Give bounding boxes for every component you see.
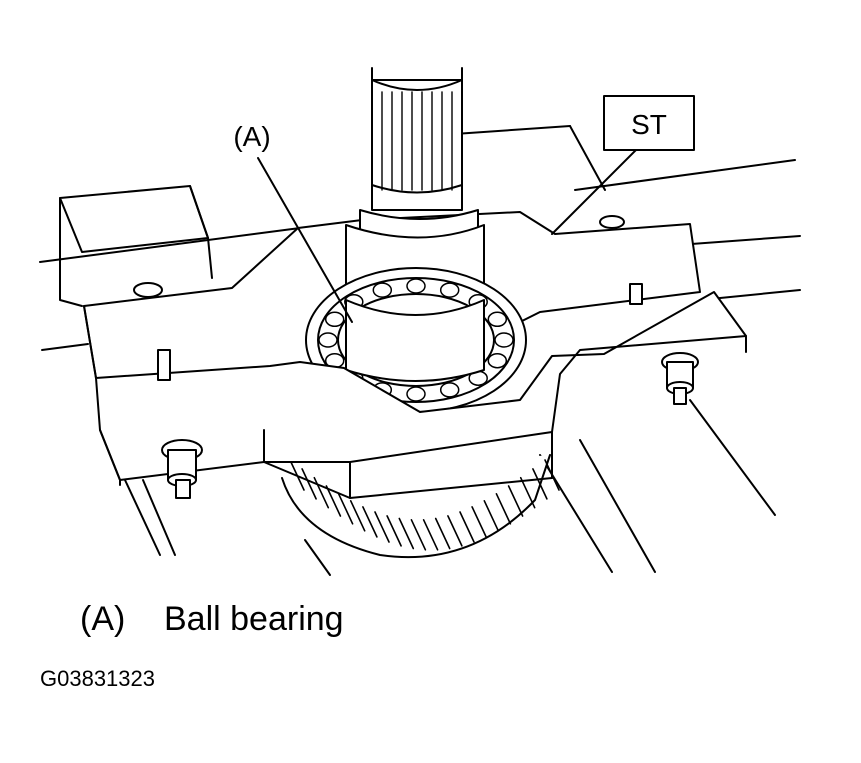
- helical-gear: [281, 454, 560, 559]
- gear-tooth: [434, 517, 451, 550]
- gear-tooth: [471, 506, 487, 538]
- figure-caption: (A) Ball bearing: [80, 600, 344, 639]
- gear-tooth: [422, 519, 439, 551]
- leader-line-a: [257, 157, 353, 323]
- bearing-puller-diagram: (A) ST: [39, 67, 801, 576]
- gear-tooth: [386, 515, 402, 547]
- ball-bearing: [305, 267, 527, 413]
- left-support-block: [59, 185, 213, 307]
- caption-text: Ball bearing: [164, 600, 344, 638]
- bearing-ball: [439, 282, 460, 298]
- callout-st-label: ST: [631, 109, 667, 140]
- gear-tooth: [313, 476, 330, 509]
- bearing-ball: [372, 282, 393, 298]
- leader-line-st: [551, 149, 637, 235]
- lower-splitter-plate: [95, 291, 747, 499]
- bearing-ball: [324, 311, 345, 328]
- st-label-box: [603, 95, 695, 151]
- bolt-left-front: [161, 439, 203, 499]
- gear-tooth: [532, 468, 548, 500]
- gear-tooth: [301, 468, 317, 500]
- callout-a-label: (A): [233, 121, 270, 152]
- gear-tooth: [495, 493, 512, 525]
- gear-tooth: [349, 500, 366, 532]
- gear-tooth: [398, 517, 415, 550]
- bolt-right-rear: [599, 215, 643, 305]
- bolt-left-rear: [133, 282, 171, 381]
- gear-tooth: [325, 485, 342, 517]
- bearing-ball: [487, 311, 508, 328]
- gear-tooth: [459, 511, 475, 543]
- bolt-right-front: [661, 352, 699, 405]
- gear-tooth: [337, 493, 354, 525]
- bearing-ball: [487, 352, 508, 369]
- gear-tooth: [519, 476, 536, 509]
- gear-tooth: [362, 506, 378, 538]
- gear-tooth: [483, 500, 500, 532]
- gear-tooth: [410, 519, 427, 551]
- gear-tooth: [447, 515, 463, 547]
- gear-tooth: [374, 511, 390, 543]
- bearing-ball: [439, 382, 460, 398]
- caption-key: (A): [80, 600, 126, 638]
- figure-id: G03831323: [40, 666, 155, 691]
- gear-tooth: [507, 485, 524, 517]
